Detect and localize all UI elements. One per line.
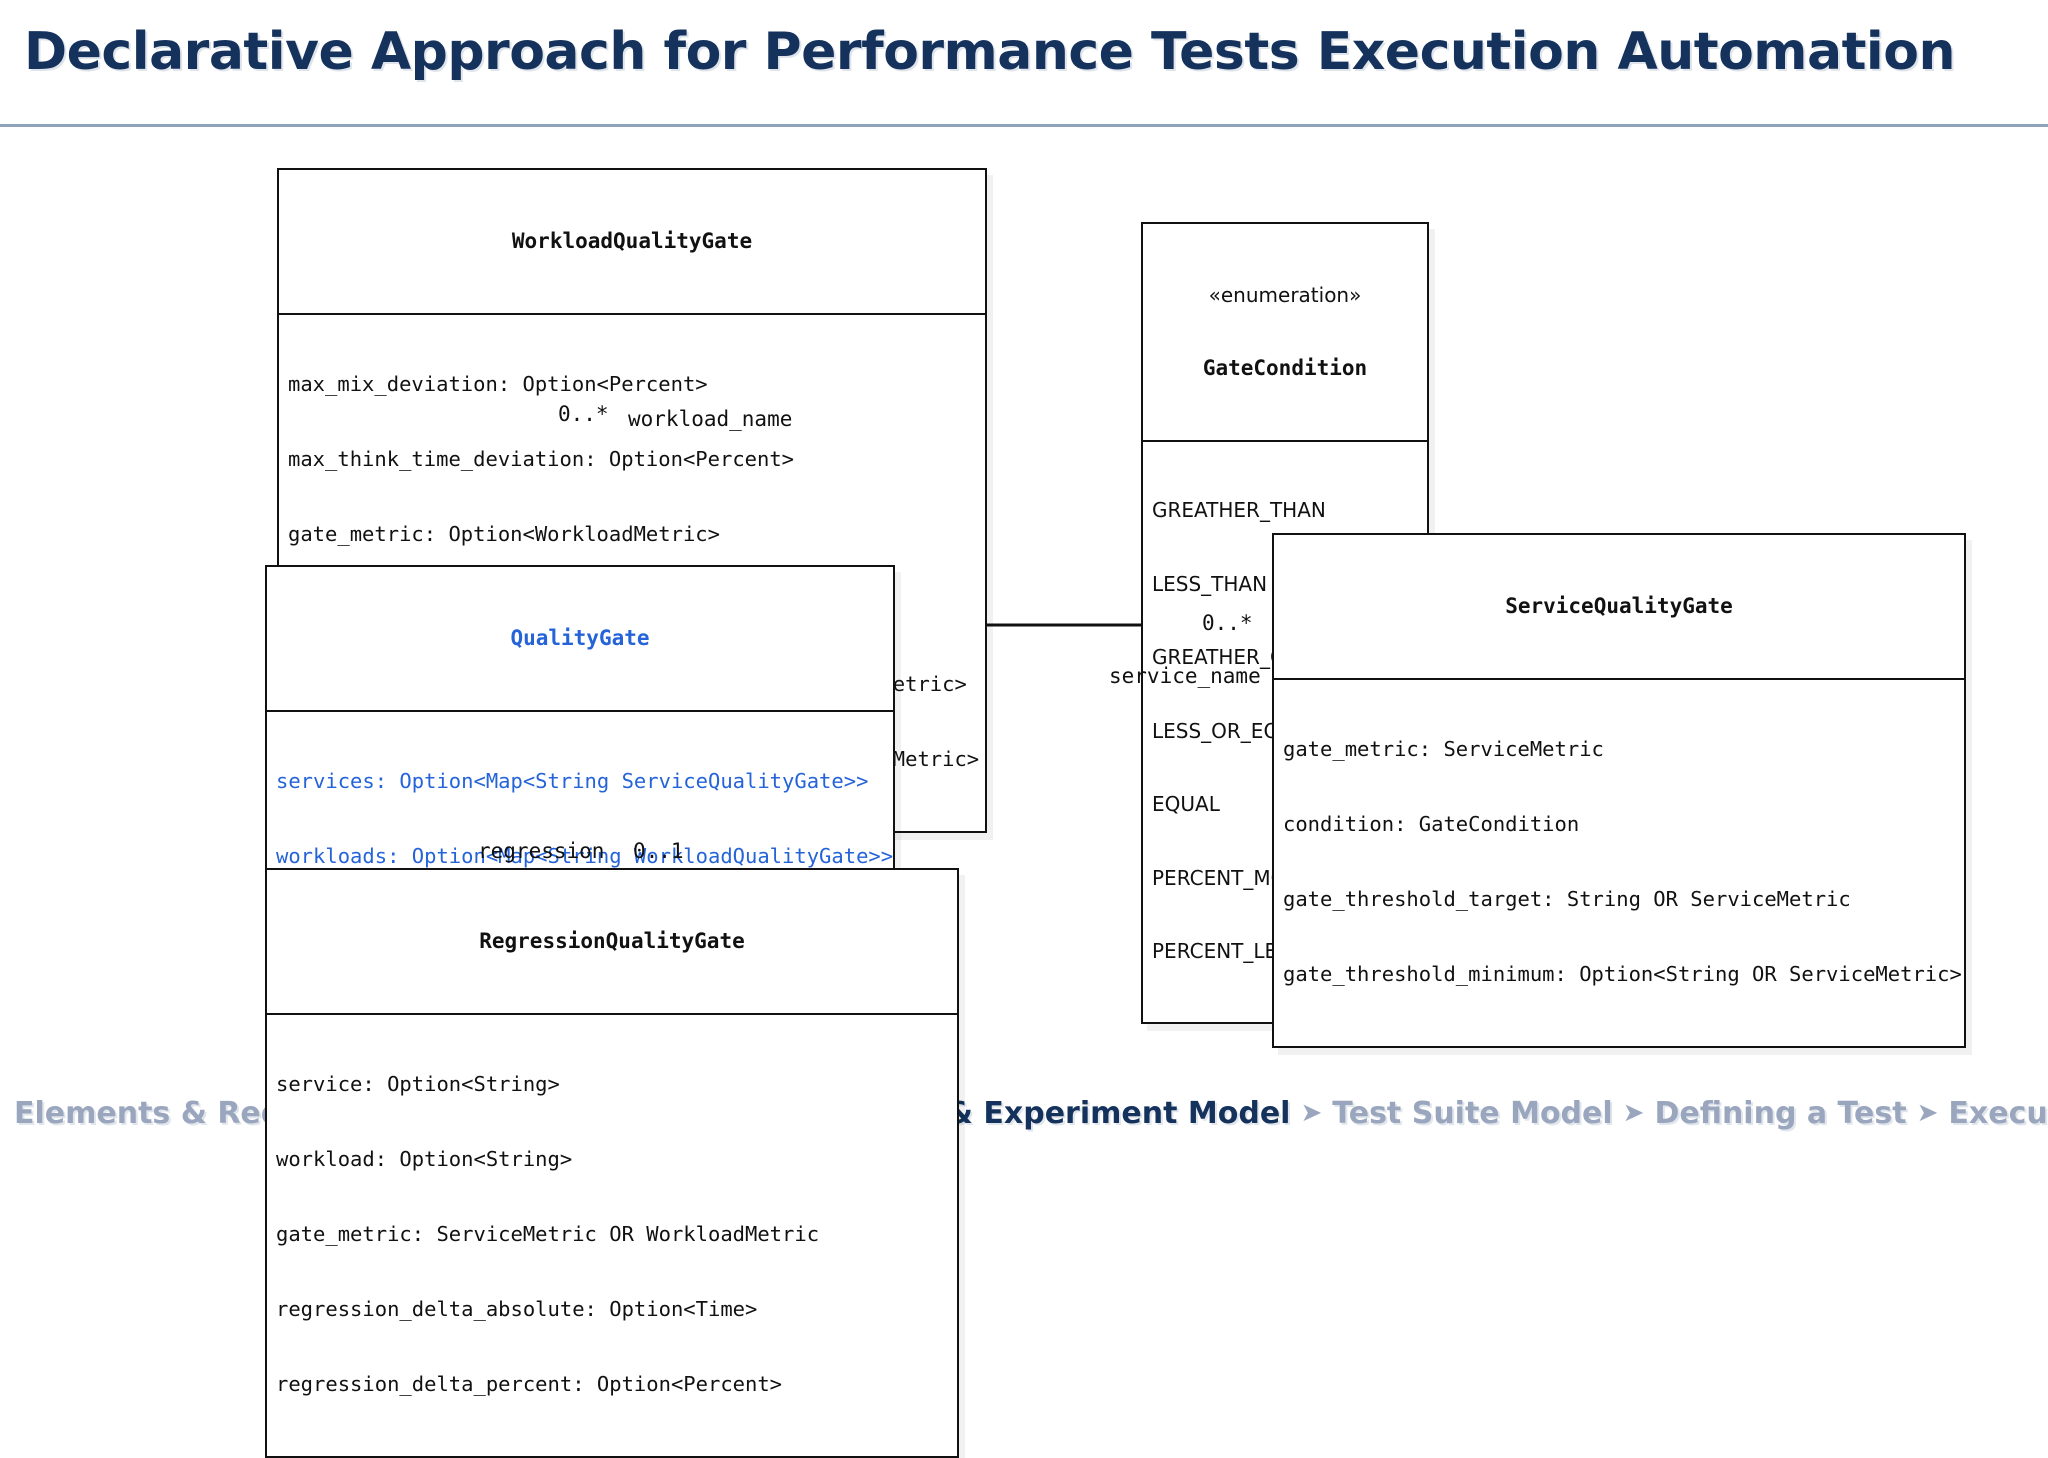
chevron-right-icon: ➤ [1300,1098,1323,1128]
attribute-row: max_mix_deviation: Option<Percent> [288,371,708,396]
edge-role-service: service_name [1109,664,1261,688]
page-title: Declarative Approach for Performance Tes… [24,22,1956,82]
class-header-workload-quality-gate: WorkloadQualityGate [279,170,985,315]
class-name: ServiceQualityGate [1505,593,1733,618]
attribute-row: regression_delta_percent: Option<Percent… [276,1371,783,1396]
edge-role-workload: workload_name [628,407,793,431]
attribute-row: gate_metric: ServiceMetric OR WorkloadMe… [276,1221,820,1246]
attribute-row: gate_metric: ServiceMetric [1283,736,1604,761]
enum-literal-row: LESS_THAN [1152,571,1268,596]
edge-role-regression: regression [478,839,605,863]
edge-multiplicity-service: 0..* [1202,611,1253,635]
attribute-row: workloads: Option<Map<String WorkloadQua… [276,843,894,868]
class-header-gate-condition: «enumeration» GateCondition [1143,224,1427,443]
attribute-row: max_think_time_deviation: Option<Percent… [288,446,795,471]
edge-multiplicity-regression: 0..1 [633,839,684,863]
attribute-row: gate_threshold_minimum: Option<String OR… [1283,961,1962,986]
class-name: GateCondition [1202,356,1368,381]
chevron-right-icon: ➤ [1622,1098,1645,1128]
uml-class-diagram: WorkloadQualityGate max_mix_deviation: O… [0,130,2048,1458]
class-name: QualityGate [510,625,650,650]
class-name: WorkloadQualityGate [511,228,753,253]
stereotype-label: «enumeration» [1208,282,1362,307]
edge-multiplicity-workload: 0..* [558,402,609,426]
title-divider [0,124,2048,127]
attribute-row: gate_threshold_target: String OR Service… [1283,886,1851,911]
class-attributes-regression-quality-gate: service: Option<String> workload: Option… [267,1015,957,1456]
chevron-right-icon: ➤ [1916,1098,1939,1128]
class-attributes-service-quality-gate: gate_metric: ServiceMetric condition: Ga… [1274,680,1964,1046]
attribute-row: service: Option<String> [276,1071,560,1096]
class-name: RegressionQualityGate [479,928,745,953]
attribute-row: workload: Option<String> [276,1146,573,1171]
nav-item-test-suite-model[interactable]: Test Suite Model [1332,1095,1613,1131]
class-header-regression-quality-gate: RegressionQualityGate [267,870,957,1015]
class-header-service-quality-gate: ServiceQualityGate [1274,535,1964,680]
attribute-row: condition: GateCondition [1283,811,1580,836]
class-box-regression-quality-gate[interactable]: RegressionQualityGate service: Option<St… [265,868,959,1458]
attribute-row: regression_delta_absolute: Option<Time> [276,1296,758,1321]
enum-literal-row: EQUAL [1152,792,1220,817]
nav-item-defining-a-test[interactable]: Defining a Test [1654,1095,1907,1131]
class-box-service-quality-gate[interactable]: ServiceQualityGate gate_metric: ServiceM… [1272,533,1966,1048]
attribute-row: gate_metric: Option<WorkloadMetric> [288,521,720,546]
nav-item-executing-a-test[interactable]: Executing a Test [1948,1095,2048,1131]
enum-literal-row: GREATHER_THAN [1152,498,1326,523]
attribute-row: services: Option<Map<String ServiceQuali… [276,768,869,793]
class-header-quality-gate: QualityGate [267,567,893,712]
